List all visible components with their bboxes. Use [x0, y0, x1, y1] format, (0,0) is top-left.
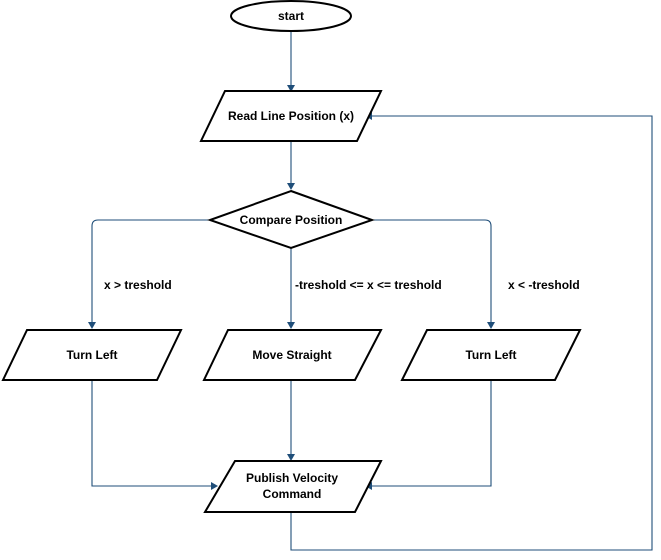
- publish-velocity-label-line2: Command: [263, 487, 322, 501]
- edge-turn-left-b-to-publish: [371, 381, 492, 487]
- edge-labels: x > treshold -treshold <= x <= treshold …: [104, 278, 580, 292]
- read-position-label: Read Line Position (x): [228, 109, 354, 123]
- edges: [88, 32, 653, 551]
- turn-left-node-a: Turn Left: [1, 329, 183, 381]
- compare-decision-diamond: [206, 189, 376, 250]
- move-straight-node: Move Straight: [202, 329, 383, 381]
- arrowhead: [487, 322, 495, 329]
- edge-compare-to-turn-left-a: [91, 219, 210, 323]
- turn-left-a-label: Turn Left: [66, 348, 117, 362]
- edge-turn-left-a-to-publish: [91, 381, 212, 487]
- turn-left-b-parallelogram: [400, 329, 582, 381]
- edge-label-left: x > treshold: [104, 278, 172, 292]
- move-straight-parallelogram: [202, 329, 383, 381]
- turn-left-node-b: Turn Left: [400, 329, 582, 381]
- arrowhead: [287, 183, 295, 190]
- arrowhead: [88, 322, 96, 329]
- arrowhead: [287, 85, 295, 92]
- start-label: start: [278, 9, 304, 23]
- publish-velocity-parallelogram: [203, 460, 383, 513]
- edge-compare-to-turn-left-b: [372, 219, 492, 323]
- turn-left-b-label: Turn Left: [465, 348, 516, 362]
- start-terminator-shape: [230, 0, 352, 32]
- arrowhead: [287, 454, 295, 461]
- nodes: start Read Line Position (x) Compare Pos…: [1, 0, 582, 513]
- read-position-node: Read Line Position (x): [199, 90, 383, 142]
- edge-label-middle: -treshold <= x <= treshold: [295, 278, 442, 292]
- arrowhead: [211, 482, 218, 490]
- arrowhead: [287, 322, 295, 329]
- compare-label: Compare Position: [240, 213, 343, 227]
- edge-label-right: x < -treshold: [508, 278, 580, 292]
- publish-velocity-node: Publish Velocity Command: [203, 460, 383, 513]
- turn-left-a-parallelogram: [1, 329, 183, 381]
- compare-decision-node: Compare Position: [206, 189, 376, 250]
- edge-publish-loop-to-read: [290, 115, 653, 551]
- read-position-parallelogram: [199, 90, 383, 142]
- start-node: start: [230, 0, 352, 32]
- move-straight-label: Move Straight: [252, 348, 331, 362]
- publish-velocity-label-line1: Publish Velocity: [246, 471, 338, 485]
